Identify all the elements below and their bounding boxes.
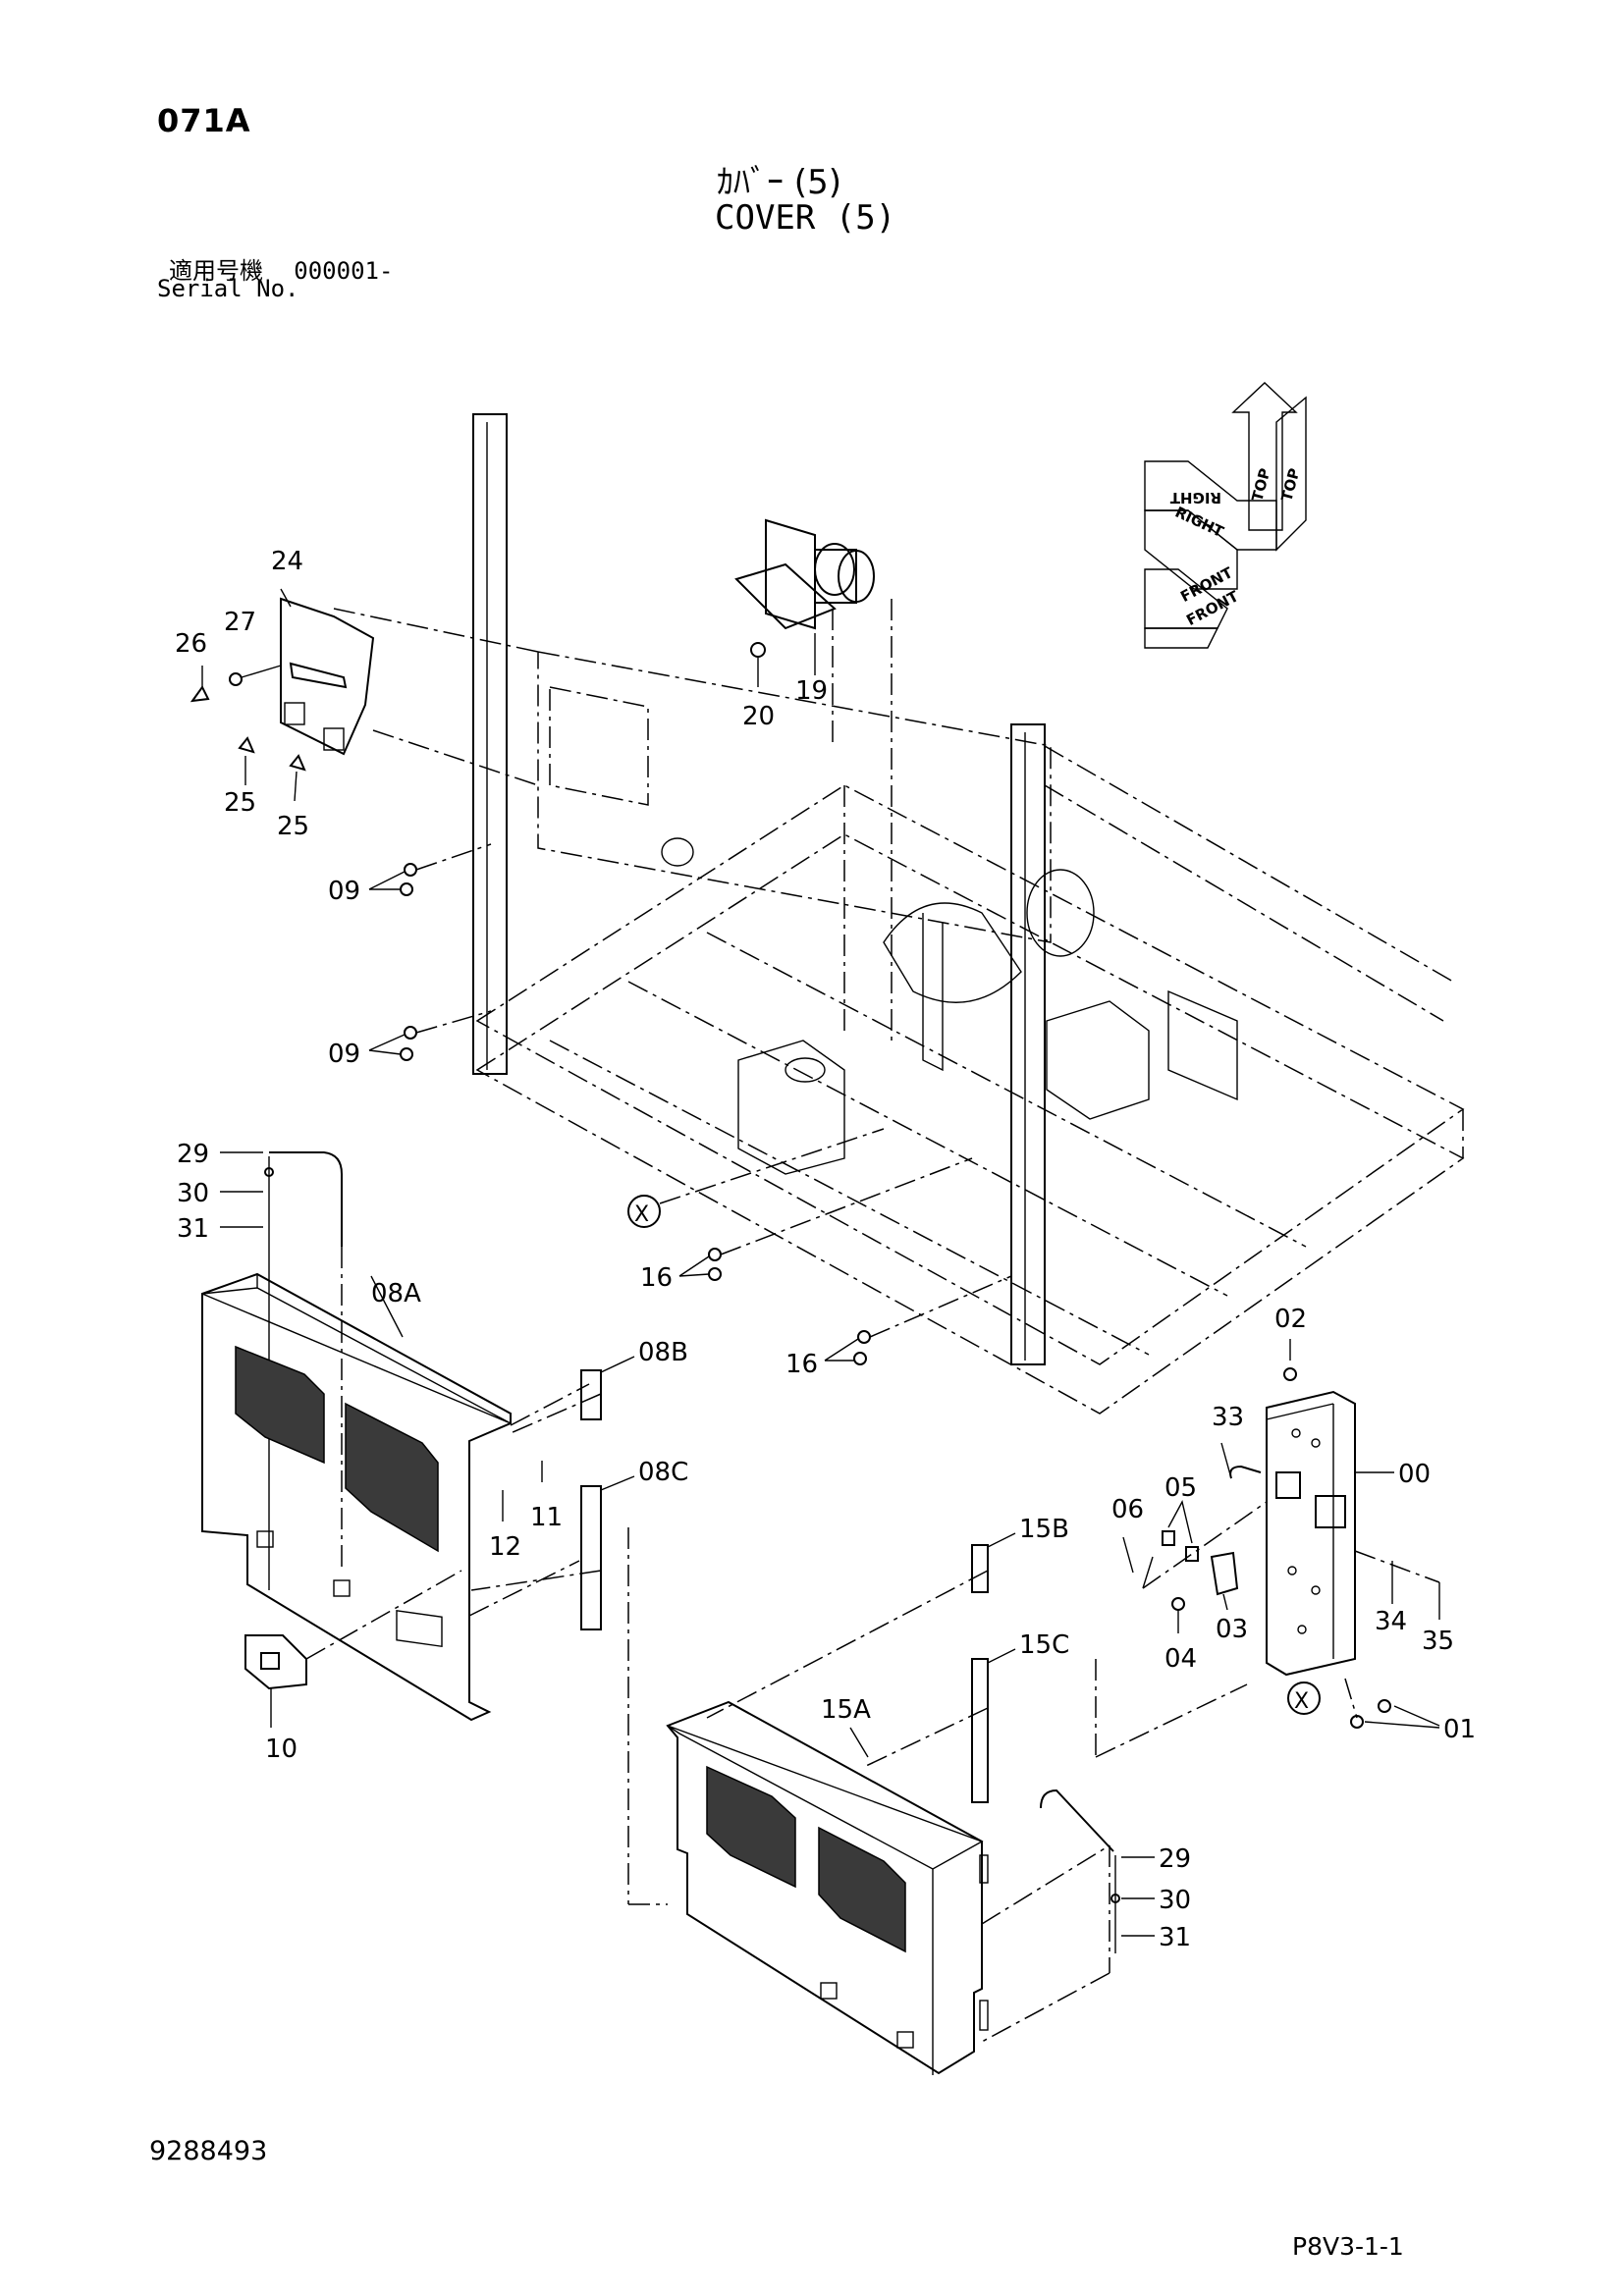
serial-label-japanese: 適用号機 000001- — [169, 251, 393, 286]
reference-mark-x-lower: X — [1287, 1682, 1321, 1715]
callout-16-upper: 16 — [640, 1263, 673, 1293]
page-title-japanese: ｶﾊﾞｰ (5) — [717, 163, 841, 202]
callout-26: 26 — [175, 629, 207, 659]
callout-08B: 08B — [638, 1338, 688, 1367]
callout-04: 04 — [1164, 1644, 1197, 1674]
bracket-part-19: 20 19 — [734, 518, 893, 1041]
callout-03: 03 — [1216, 1615, 1248, 1644]
cover-part-15A: 15A — [666, 1695, 1110, 2075]
handle-left: 29 30 31 — [177, 1140, 343, 1590]
callout-31-left: 31 — [177, 1214, 209, 1244]
callout-05: 05 — [1164, 1473, 1197, 1503]
callout-01: 01 — [1443, 1715, 1476, 1744]
orientation-top: TOP — [1248, 466, 1273, 503]
cover-plate-part-24: 24 27 26 25 25 — [175, 547, 539, 841]
page-code: 071A — [157, 102, 251, 139]
orientation-right: RIGHT — [1172, 504, 1227, 542]
seal-parts-15: 15B 15C — [706, 1515, 1248, 1803]
callout-25-left: 25 — [224, 788, 256, 818]
callout-30-right: 30 — [1159, 1886, 1191, 1915]
handle-right: 29 30 31 — [1040, 1789, 1191, 1953]
callout-30-left: 30 — [177, 1179, 209, 1208]
callout-16-lower: 16 — [785, 1350, 818, 1379]
reference-x-lower-label: X — [1294, 1689, 1309, 1714]
callout-35: 35 — [1422, 1627, 1454, 1656]
callout-12: 12 — [489, 1532, 521, 1562]
page-title: COVER (5) — [715, 198, 896, 238]
callout-15C: 15C — [1019, 1630, 1069, 1660]
panel-assembly-part-00: 00 02 33 05 06 03 04 34 35 01 — [1111, 1305, 1476, 1744]
orientation-top-mirrored: TOP — [1277, 466, 1303, 503]
callout-29-left: 29 — [177, 1140, 209, 1169]
serial-label-jp-text: 適用号機 — [169, 257, 263, 285]
callout-33: 33 — [1212, 1403, 1244, 1432]
callout-06: 06 — [1111, 1495, 1144, 1524]
callout-10: 10 — [265, 1735, 298, 1764]
cover-part-08A: 08A — [201, 1272, 590, 1722]
callout-02: 02 — [1274, 1305, 1307, 1334]
callout-09-upper: 09 — [328, 877, 360, 906]
document-number: 9288493 — [149, 2136, 268, 2166]
sheet-reference: P8V3-1-1 — [1292, 2232, 1404, 2261]
callout-31-right: 31 — [1159, 1923, 1191, 1952]
callout-11: 11 — [530, 1503, 563, 1532]
callout-08A: 08A — [371, 1279, 421, 1308]
seal-parts-08: 08B 08C 11 12 — [470, 1338, 688, 1905]
orientation-indicator: RIGHT RIGHT TOP TOP FRONT FRONT — [1144, 382, 1307, 649]
reference-mark-x-upper: X — [627, 1128, 885, 1228]
serial-range: 000001- — [294, 257, 394, 285]
callout-15A: 15A — [821, 1695, 871, 1725]
serial-label: Serial No. — [157, 275, 299, 302]
bolts-16: 16 16 — [640, 1157, 1012, 1379]
reference-x-upper-label: X — [634, 1202, 649, 1227]
main-frame — [472, 413, 1465, 1415]
orientation-right-mirrored: RIGHT — [1169, 489, 1221, 507]
callout-15B: 15B — [1019, 1515, 1069, 1544]
bolts-09: 09 09 — [328, 843, 492, 1069]
callout-19: 19 — [795, 676, 828, 706]
callout-09-lower: 09 — [328, 1040, 360, 1069]
latch-part-10: 10 — [244, 1570, 462, 1764]
callout-29-right: 29 — [1159, 1844, 1191, 1874]
callout-27: 27 — [224, 608, 256, 637]
callout-00: 00 — [1398, 1460, 1431, 1489]
callout-25-right: 25 — [277, 812, 309, 841]
callout-20: 20 — [742, 702, 775, 731]
callout-08C: 08C — [638, 1458, 688, 1487]
callout-34: 34 — [1375, 1607, 1407, 1636]
callout-24: 24 — [271, 547, 303, 576]
